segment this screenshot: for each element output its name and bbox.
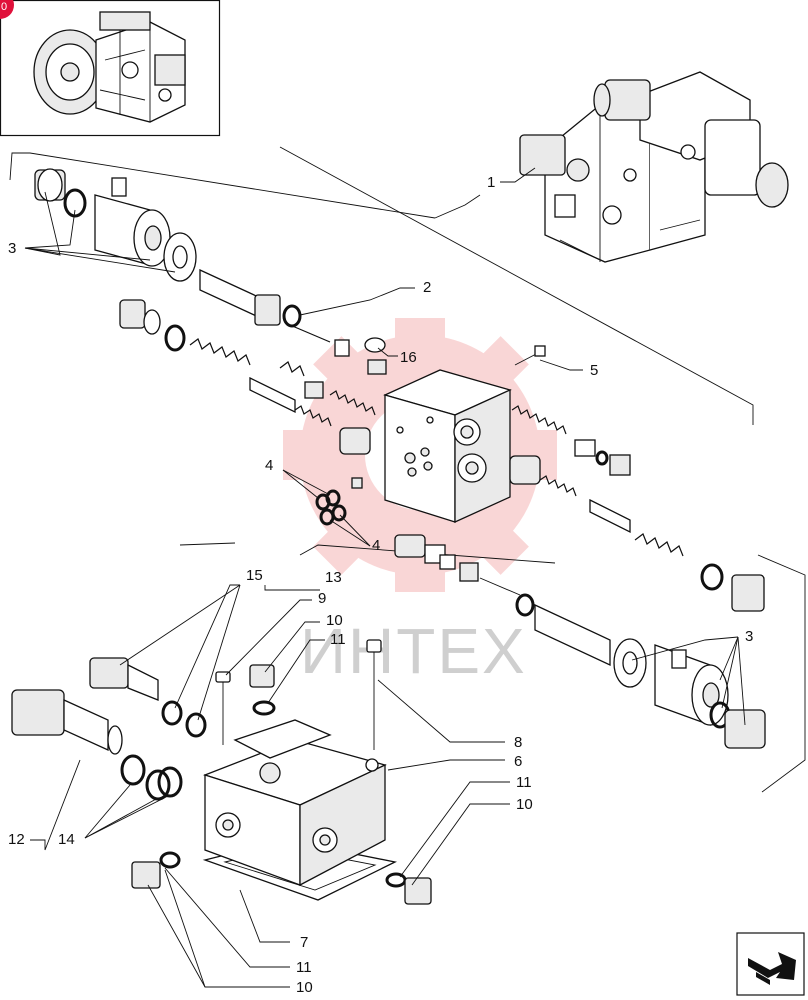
part-12-valve-large[interactable] xyxy=(11,689,123,755)
callout-4-lower: 4 xyxy=(372,537,380,554)
return-arrow-icon[interactable] xyxy=(736,932,805,996)
callout-7: 7 xyxy=(300,934,308,951)
callout-11-bottom: 11 xyxy=(296,959,312,976)
part-4-orings[interactable] xyxy=(315,477,363,526)
part-9-bolt[interactable] xyxy=(215,671,231,745)
spring-left-1[interactable] xyxy=(189,338,305,377)
callout-12: 12 xyxy=(8,831,25,848)
part-3-coil-upper[interactable] xyxy=(34,168,197,282)
part-5-bolt[interactable] xyxy=(514,345,546,366)
assembly-thumbnail[interactable]: 0 xyxy=(0,0,221,137)
lower-cartridge-parts[interactable] xyxy=(394,534,535,617)
part-3-coil-lower[interactable] xyxy=(534,603,766,749)
thumbnail-badge-text: 0 xyxy=(1,1,7,13)
assembly-reference-lines xyxy=(9,146,806,793)
leader-lines xyxy=(24,167,746,988)
central-valve-block[interactable] xyxy=(383,369,512,524)
callout-3-upper: 3 xyxy=(8,240,16,257)
callout-16: 16 xyxy=(400,349,417,366)
part-15-valve-small[interactable] xyxy=(89,657,207,738)
transmission-thumbnail-drawing xyxy=(33,11,186,123)
callout-labels: 1 2 3 16 5 4 4 3 15 13 9 10 11 8 6 11 10… xyxy=(8,174,753,996)
spring-right-2[interactable] xyxy=(634,533,765,612)
callout-9: 9 xyxy=(318,590,326,607)
part-8-long-bolt[interactable] xyxy=(366,639,382,750)
part-2-cartridge-upper[interactable] xyxy=(119,268,350,357)
part-10-11-plug-top[interactable] xyxy=(249,664,276,716)
callout-6: 6 xyxy=(514,753,522,770)
part-2-cartridge-lower[interactable] xyxy=(509,455,631,534)
part-10-11-plug-right[interactable] xyxy=(385,872,432,905)
callout-11-right: 11 xyxy=(516,774,532,791)
spring-right-1[interactable] xyxy=(511,405,631,476)
part-14-orings[interactable] xyxy=(120,754,183,801)
callout-13: 13 xyxy=(325,569,342,586)
callout-10-bottom: 10 xyxy=(296,979,313,996)
callout-10-top: 10 xyxy=(326,612,343,629)
part-16-plug[interactable] xyxy=(364,337,387,375)
callout-14: 14 xyxy=(58,831,75,848)
callout-11-top: 11 xyxy=(330,631,346,648)
watermark-text: ИНТЕХ xyxy=(300,615,527,687)
spool-left[interactable] xyxy=(249,376,376,455)
part-1-valve-assembly[interactable] xyxy=(519,71,789,263)
callout-10-right: 10 xyxy=(516,796,533,813)
callout-5: 5 xyxy=(590,362,598,379)
part-6-valve-housing[interactable] xyxy=(203,719,387,887)
thumbnail-badge xyxy=(0,0,14,19)
callout-15: 15 xyxy=(246,567,263,584)
callout-3-lower: 3 xyxy=(745,628,753,645)
part-10-11-plug-left[interactable] xyxy=(131,851,181,889)
callout-4-upper: 4 xyxy=(265,457,273,474)
callout-1: 1 xyxy=(487,174,495,191)
callout-8: 8 xyxy=(514,734,522,751)
callout-2: 2 xyxy=(423,279,431,296)
